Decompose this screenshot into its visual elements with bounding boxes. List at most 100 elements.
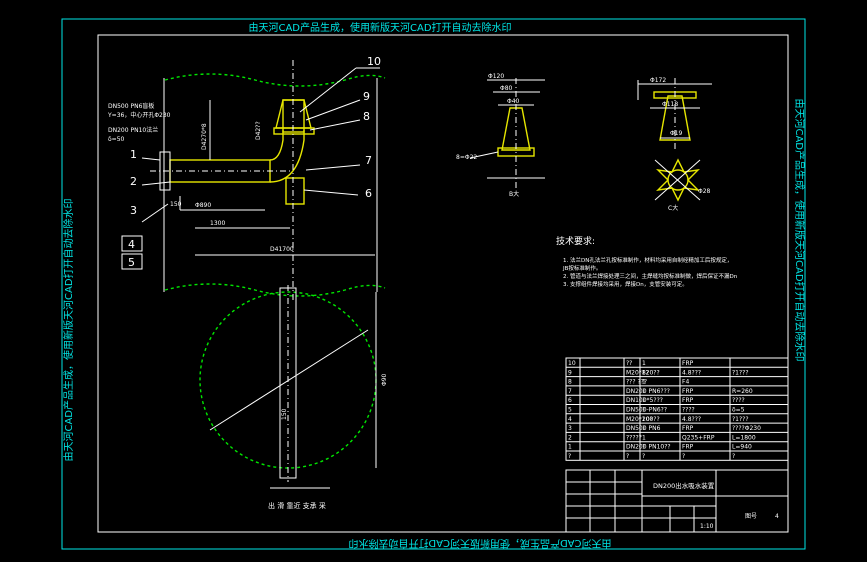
bom-cell: F4 — [682, 379, 689, 386]
bom-cell: ????? — [626, 434, 642, 441]
note-dn200: DN200 PN10法兰 — [108, 126, 158, 134]
title-block — [565, 469, 789, 533]
balloon-box-4 — [121, 235, 143, 252]
bom-cell: 7 — [568, 388, 572, 395]
bom-cell: 4 — [568, 416, 572, 423]
bom-cell: FRP — [682, 388, 694, 395]
view-b-d3: Φ40 — [507, 98, 520, 105]
pipe-elbow — [269, 130, 305, 183]
bom-cell: 9 — [568, 369, 572, 376]
bom-cell: L=1800 — [732, 434, 756, 441]
bom-header-cell: ? — [682, 453, 685, 460]
bom-cell: 10 — [568, 360, 576, 367]
balloon-box-5 — [121, 253, 143, 270]
view-c-d1: Φ172 — [650, 77, 666, 84]
bom-cell: 1 — [642, 407, 646, 414]
balloon-4: 4 — [128, 238, 135, 251]
balloon-1: 1 — [130, 148, 137, 161]
bom-cell: 3 — [568, 425, 572, 432]
view-b-side: 8=Φ22 — [456, 154, 477, 161]
sheet-outer-border — [61, 18, 806, 550]
bom-cell: 4.8??? — [682, 416, 701, 423]
plan-dim-d: Φ90 — [381, 373, 388, 386]
bom-cell: 1 — [642, 379, 646, 386]
view-c-blades — [656, 158, 700, 202]
plan-view — [199, 285, 377, 489]
sheet-inner-border — [97, 34, 789, 533]
bom-cell: 1 — [642, 397, 646, 404]
bom-cell: 6 — [568, 397, 572, 404]
detail-view-b — [469, 78, 545, 190]
bom-header-cell: ? — [626, 453, 629, 460]
balloon-5: 5 — [128, 256, 135, 269]
tech-line-3: 2. 管道与法兰焊接处理三之间，主焊缝均按标准制做，焊后保证不漏Dn — [563, 272, 738, 280]
tech-line-2: JB按标准制作。 — [562, 264, 601, 272]
bom-cell: 1 — [642, 425, 646, 432]
dim-150: 150 — [170, 201, 182, 208]
view-c-d2: Φ118 — [662, 101, 678, 108]
bom-cell: ?? — [626, 360, 632, 367]
bom-cell: 1 — [568, 444, 572, 451]
bom-cell: DN100*5??? — [626, 397, 663, 404]
balloon-9: 9 — [363, 90, 370, 103]
title-name: DN200出水吸水装置 — [653, 481, 715, 490]
bom-cell: L=940 — [732, 444, 752, 451]
bom-cell: M20*100?? — [626, 416, 660, 423]
bom-cell: ?1??? — [732, 369, 749, 376]
balloon-10: 10 — [367, 55, 381, 68]
bom-cell: FRP — [682, 397, 694, 404]
bom-cell: 1 — [642, 444, 646, 451]
bom-cell: 2 — [568, 434, 572, 441]
dim-total: D41700 — [270, 246, 294, 253]
view-b-d2: Φ80 — [500, 85, 513, 92]
view-c-d3: Φ19 — [670, 130, 683, 137]
bom-cell: 1 — [642, 360, 646, 367]
balloon-3: 3 — [130, 204, 137, 217]
view-b-bellmouth — [501, 107, 531, 151]
note-dn500: DN500 PN6盲板 — [108, 102, 154, 110]
bom-cell: FRP — [682, 360, 694, 367]
bom-cell: δ=5 — [732, 407, 745, 414]
dim-890: Φ890 — [195, 202, 211, 209]
title-sheet: 图号 — [745, 513, 757, 520]
bom-cell: 4.8??? — [682, 369, 701, 376]
detail-view-c — [637, 78, 712, 202]
tank-outline-bottom — [164, 283, 386, 297]
plan-dim-w: 150 — [281, 408, 288, 420]
support-box — [285, 177, 305, 205]
bom-cell: DN500-PN6?? — [626, 407, 667, 414]
bom-cell: ?1??? — [732, 416, 749, 423]
dim-1300: 1300 — [210, 220, 225, 227]
bom-cell: 1 — [642, 434, 646, 441]
bom-cell: M20*120?? — [626, 369, 660, 376]
bom-cell: Q235+FRP — [682, 434, 715, 441]
tech-line-4: 3. 支撑组件焊接均采用，焊接Dn，支管安装可定。 — [563, 280, 688, 288]
view-b-d1: Φ120 — [488, 73, 504, 80]
bom-cell: 8? — [642, 369, 649, 376]
bom-cell: FRP — [682, 425, 694, 432]
tech-title: 技术要求: — [556, 235, 595, 247]
view-c-body — [659, 95, 691, 141]
dim-vertical: D4270*8 — [201, 123, 208, 150]
bom-header-cell: ? — [732, 453, 735, 460]
bom-cell: ??? ??? — [626, 379, 647, 386]
watermark-left: 由天河CAD产品生成，使用新版天河CAD打开自动去除水印 — [62, 198, 75, 461]
view-c-label: C大 — [668, 204, 678, 212]
balloon-7: 7 — [365, 154, 372, 167]
tech-line-1: 1. 法兰DN孔法兰孔按标准制作，材料均采用自制经精加工后按规定， — [563, 256, 732, 264]
watermark-right: 由天河CAD产品生成，使用新版天河CAD打开自动去除水印 — [793, 98, 806, 361]
bom-cell: 5 — [568, 407, 572, 414]
bom-header-cell: ? — [642, 453, 645, 460]
bom-cell: FRP — [682, 444, 694, 451]
view-c-d4: Φ28 — [698, 188, 711, 195]
bom-cell: ???? — [682, 407, 695, 414]
note-hole: Y=36，中心开孔Φ230 — [107, 111, 171, 119]
title-scale: 1:10 — [700, 523, 714, 530]
view-b-label: B大 — [509, 190, 519, 198]
tank-outline-top — [164, 73, 386, 87]
dim-vertical-top: D42?? — [255, 121, 262, 140]
title-mark: 4 — [775, 513, 779, 520]
balloon-8: 8 — [363, 110, 370, 123]
